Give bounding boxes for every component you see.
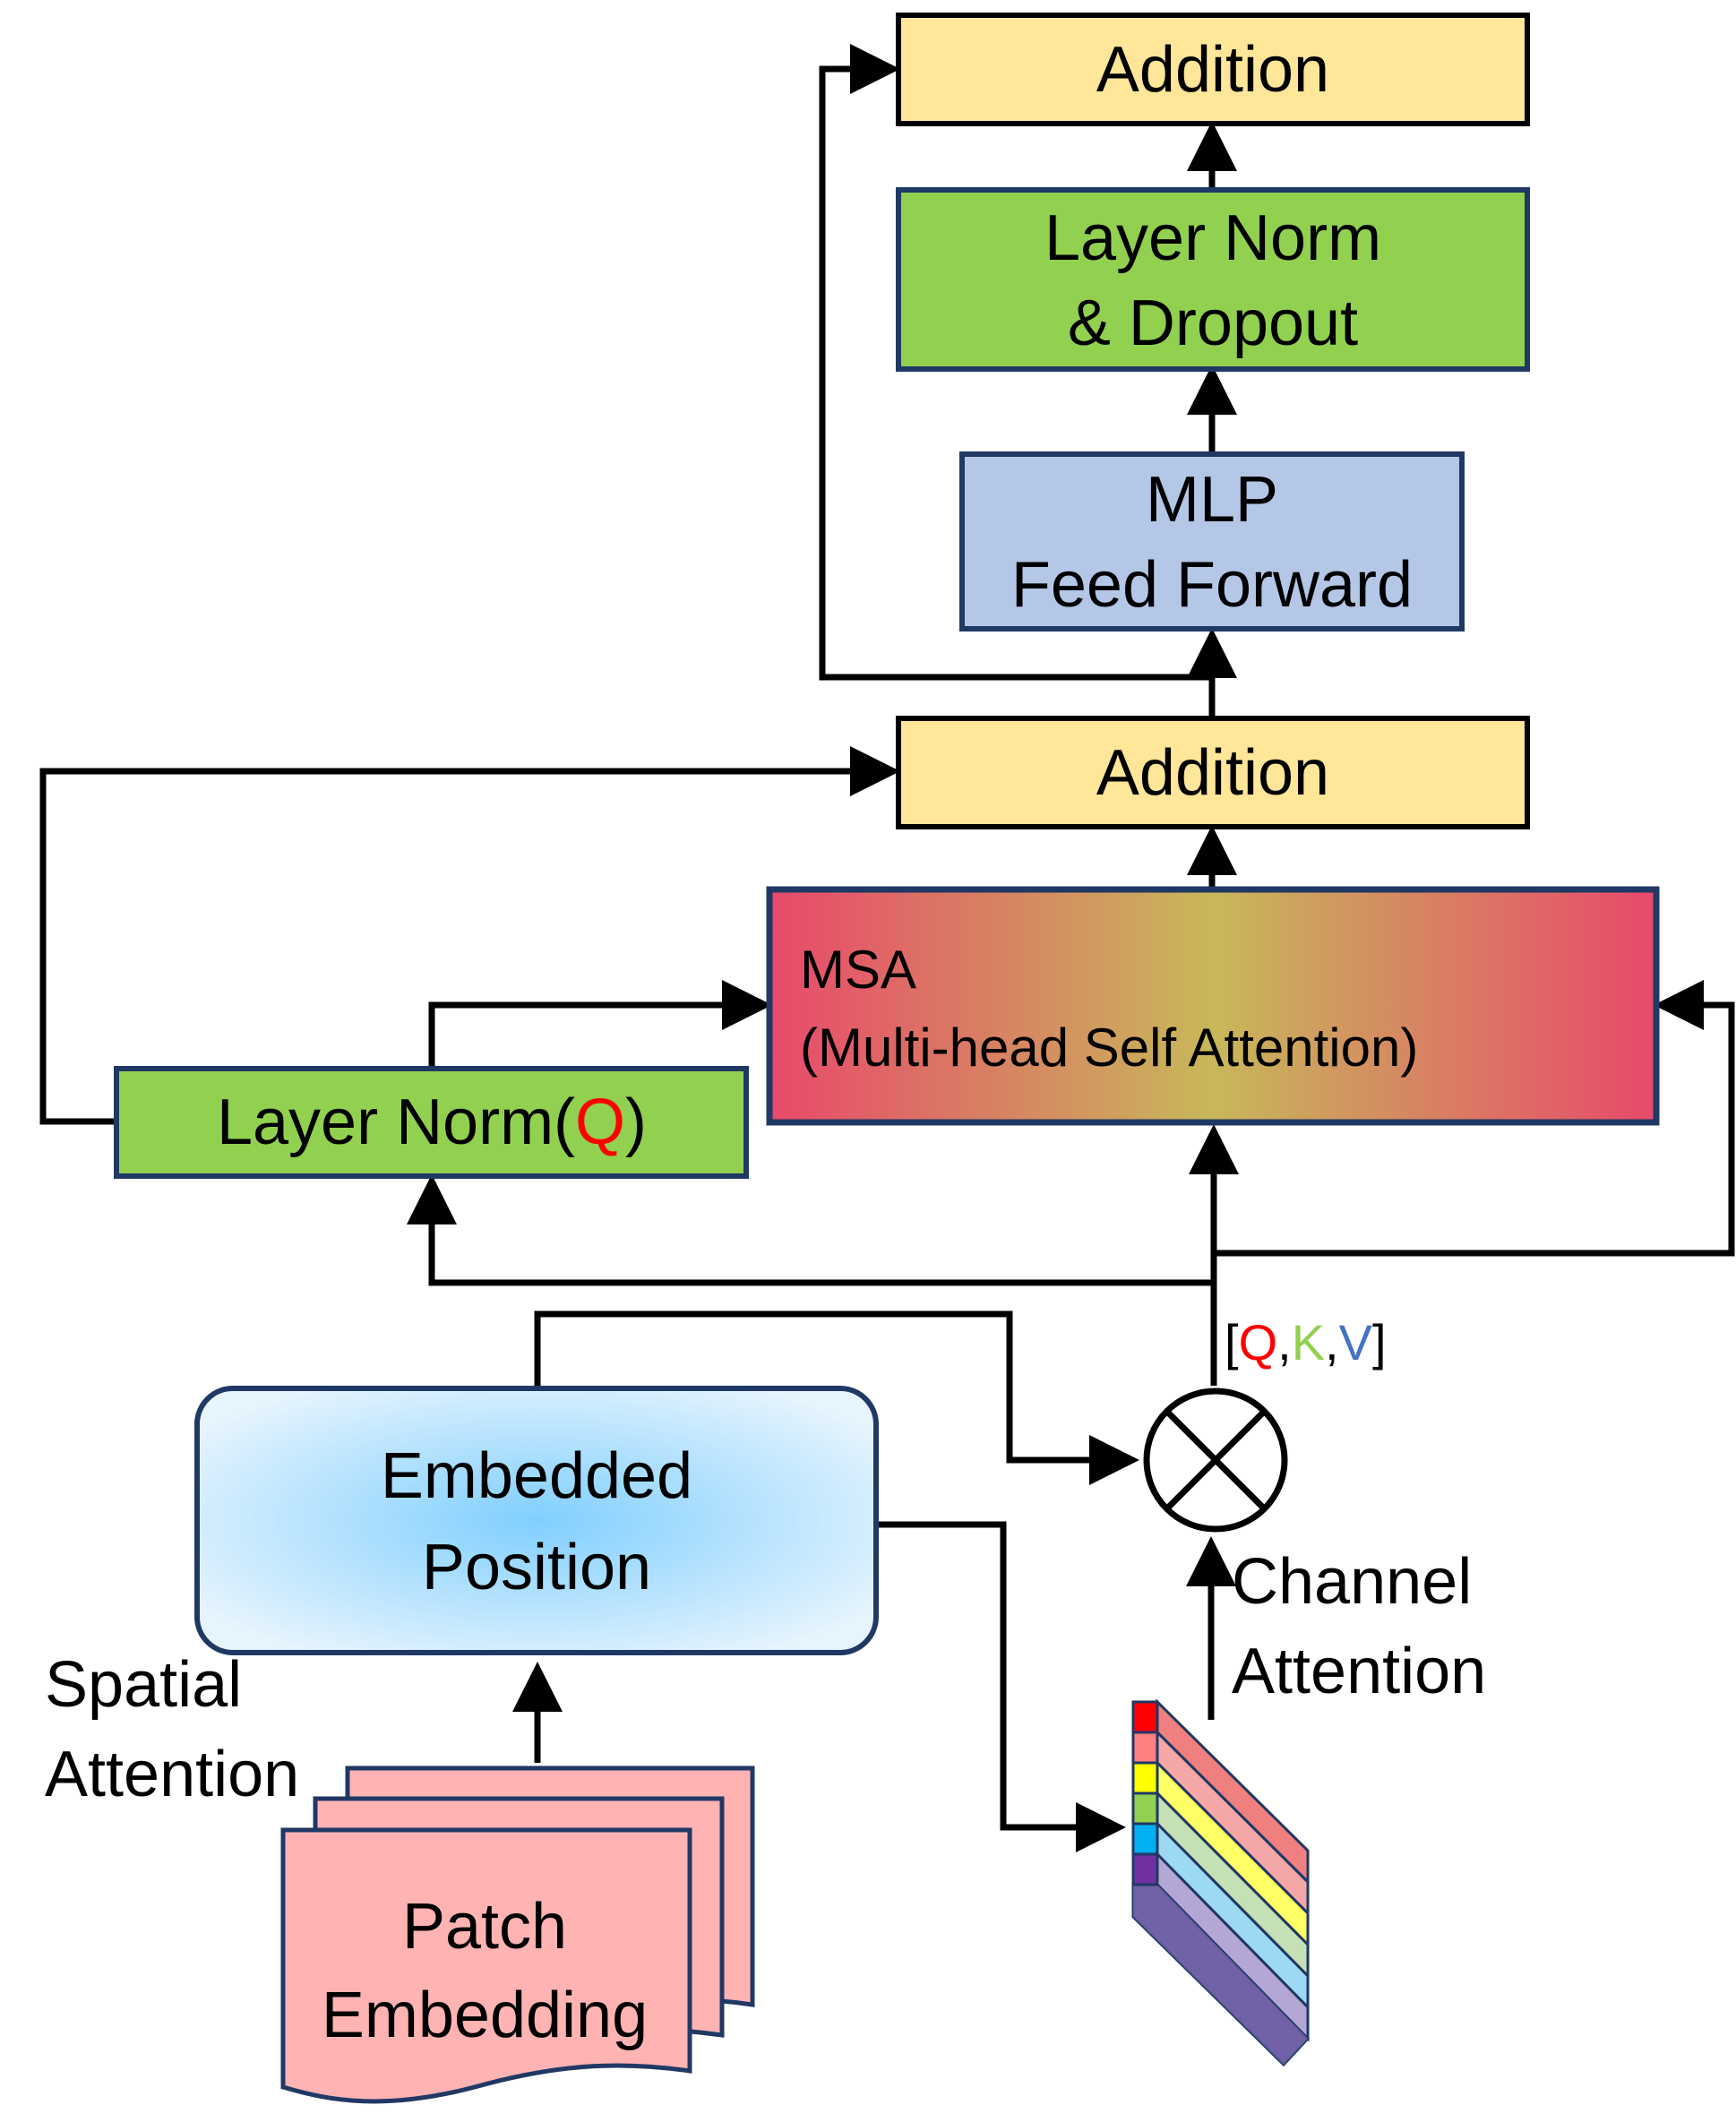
layer-norm-q-label: Layer Norm(Q)	[217, 1087, 647, 1158]
msa-line1: MSA	[800, 940, 916, 1000]
layer-norm-q-prefix: Layer Norm(	[217, 1087, 575, 1158]
embedded-position-node: Embedded Position	[194, 1386, 879, 1655]
arrow-layernorm-to-msa	[428, 980, 772, 1066]
layer-norm-q-suffix: )	[625, 1087, 647, 1158]
addition-mid-label: Addition	[1096, 737, 1329, 809]
addition-top-node: Addition	[896, 13, 1530, 126]
multiply-icon	[1143, 1387, 1288, 1533]
patch-embedding-line2: Embedding	[322, 1980, 648, 2051]
msa-node: MSA (Multi-head Self Attention)	[766, 886, 1660, 1126]
qkv-label: [Q,K,V]	[1225, 1314, 1387, 1370]
channel-block-icon	[1131, 1698, 1311, 2067]
spatial-attention-line1: Spatial	[45, 1649, 242, 1721]
spatial-attention-line2: Attention	[45, 1739, 299, 1810]
mlp-node: MLP Feed Forward	[959, 451, 1465, 631]
arrow-q-to-layernorm	[407, 1174, 1214, 1286]
arrow-embedded-to-channel	[876, 1521, 1126, 1852]
embedded-position-line1: Embedded	[381, 1440, 692, 1512]
connectors	[39, 44, 1735, 1852]
embedded-position-line2: Position	[422, 1532, 651, 1603]
channel-attention-line2: Attention	[1232, 1636, 1486, 1707]
patch-embedding-line1: Patch	[402, 1891, 567, 1963]
qkv-k: K	[1292, 1314, 1325, 1370]
qkv-v: V	[1339, 1314, 1373, 1370]
mlp-line2: Feed Forward	[1011, 549, 1413, 621]
layer-norm-dropout-line1: Layer Norm	[1044, 202, 1381, 274]
addition-top-label: Addition	[1096, 34, 1329, 106]
arrow-embedded-to-multiply	[534, 1310, 1139, 1485]
layer-norm-q-node: Layer Norm(Q)	[114, 1066, 749, 1179]
layer-norm-dropout-line2: & Dropout	[1068, 288, 1358, 359]
msa-line2: (Multi-head Self Attention)	[800, 1018, 1418, 1078]
qkv-q: Q	[1239, 1314, 1278, 1370]
layer-norm-q-letter: Q	[575, 1087, 625, 1158]
residual-skip-top	[819, 44, 1212, 681]
patch-embedding-node: Patch Embedding	[280, 1765, 755, 2104]
residual-skip-mid	[39, 746, 900, 1125]
addition-mid-node: Addition	[896, 716, 1530, 829]
arrow-v-to-msa	[1214, 980, 1735, 1257]
patch-sheet-front	[280, 1827, 692, 2104]
mlp-line1: MLP	[1146, 464, 1278, 536]
layer-norm-dropout-node: Layer Norm & Dropout	[896, 187, 1530, 372]
channel-attention-line1: Channel	[1232, 1546, 1472, 1618]
